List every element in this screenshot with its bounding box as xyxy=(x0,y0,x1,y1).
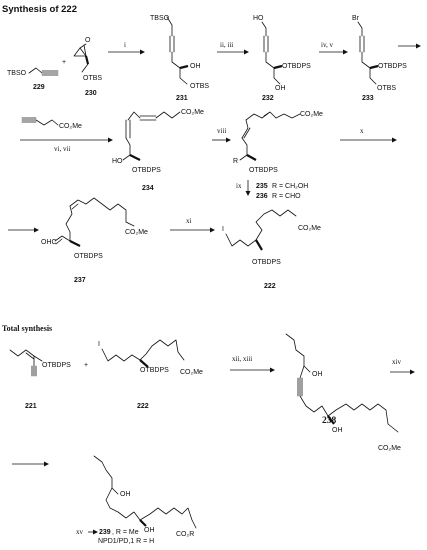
compound-label-238: 238 xyxy=(322,416,337,426)
label-br-233: Br xyxy=(352,15,360,22)
compound-label-222: 222 xyxy=(264,283,276,290)
label-oh-238a: OH xyxy=(312,371,323,378)
compound-label-239: 239 xyxy=(99,529,111,536)
reagent-xiv: xiv xyxy=(392,358,401,366)
label-oh-238b: OH xyxy=(332,427,343,434)
label-otbdps-234: OTBDPS xyxy=(132,167,161,174)
reagent-xv: xv xyxy=(76,528,84,536)
plus-sign: + xyxy=(62,59,66,66)
label-co2r-239: CO₂R xyxy=(176,531,194,538)
label-i-222: I xyxy=(222,226,224,233)
compound-label-230: 230 xyxy=(85,90,97,97)
reagent-ix: ix xyxy=(236,182,242,190)
label-oh-231: OH xyxy=(190,63,201,70)
compound-221-structure: OTBDPS xyxy=(9,349,71,377)
reagent-xii-xiii: xii, xiii xyxy=(232,355,252,363)
compound-label-231: 231 xyxy=(176,95,188,102)
compound-234-structure: HO CO₂Me OTBDPS xyxy=(112,109,204,174)
label-tbso-229: TBSO xyxy=(7,70,27,77)
label-ho-232: HO xyxy=(253,15,264,22)
label-r239: , R = Me xyxy=(112,529,139,536)
compound-label-234: 234 xyxy=(142,185,154,192)
reagent-iv-v: iv, v xyxy=(321,41,333,49)
label-otbs-231: OTBS xyxy=(190,83,209,90)
label-co2me-234: CO₂Me xyxy=(181,109,204,116)
compound-238-structure: OH OH CO₂Me xyxy=(285,333,401,452)
label-co2me-235: CO₂Me xyxy=(300,111,323,118)
scheme-title: Synthesis of 222 xyxy=(2,4,77,15)
compound-230-structure: O OTBS xyxy=(73,37,102,82)
compound-label-222b: 222 xyxy=(137,403,149,410)
methyl-pentynoate-structure: CO₂Me xyxy=(21,117,82,130)
label-co2me-237: CO₂Me xyxy=(125,229,148,236)
total-synthesis-title: Total synthesis xyxy=(2,324,52,333)
compound-label-232: 232 xyxy=(262,95,274,102)
label-co2me-222: CO₂Me xyxy=(298,225,321,232)
compound-222b-structure: I CO₂Me OTBDPS xyxy=(98,339,203,376)
label-oh-232: OH xyxy=(275,85,286,92)
label-r-235: R xyxy=(233,158,238,165)
compound-235-236-structure: R CO₂Me OTBDPS xyxy=(233,111,323,174)
label-co2me-238: CO₂Me xyxy=(378,445,401,452)
label-o-epoxide: O xyxy=(85,37,91,44)
compound-222-structure: I CO₂Me OTBDPS xyxy=(222,209,321,266)
label-otbdps-235: OTBDPS xyxy=(249,167,278,174)
compound-label-235: 235 xyxy=(256,183,268,190)
compound-label-237: 237 xyxy=(74,277,86,284)
compound-231-structure: TBSO OH OTBS xyxy=(150,15,209,90)
label-oh-239b: OH xyxy=(144,527,155,534)
compound-239-structure: OH OH CO₂R xyxy=(93,455,197,538)
compound-label-236: 236 xyxy=(256,193,268,200)
compound-237-structure: OHC CO₂Me OTBDPS xyxy=(41,197,148,260)
label-otbdps-233: OTBDPS xyxy=(378,63,407,70)
compound-label-229: 229 xyxy=(33,84,45,91)
label-ho-234: HO xyxy=(112,158,123,165)
label-i-222b: I xyxy=(98,341,100,348)
compound-label-221: 221 xyxy=(25,403,37,410)
reagent-ii-iii: ii, iii xyxy=(220,41,233,49)
reagent-i: i xyxy=(124,41,126,49)
reagent-xi: xi xyxy=(186,217,192,225)
label-otbdps-232: OTBDPS xyxy=(282,63,311,70)
label-otbs-230: OTBS xyxy=(83,75,102,82)
label-otbdps-221: OTBDPS xyxy=(42,362,71,369)
label-oh-239a: OH xyxy=(120,491,131,498)
label-co2me-222b: CO₂Me xyxy=(180,369,203,376)
label-co2me-reagent: CO₂Me xyxy=(59,123,82,130)
reagent-viii: viii xyxy=(217,127,226,135)
label-ohc-237: OHC xyxy=(41,239,57,246)
label-r235: R = CH₂OH xyxy=(272,183,308,190)
compound-233-structure: Br OTBDPS OTBS xyxy=(352,15,407,92)
label-otbs-233: OTBS xyxy=(377,85,396,92)
plus-sign-2: + xyxy=(84,362,88,369)
label-otbdps-237: OTBDPS xyxy=(74,253,103,260)
compound-232-structure: HO OTBDPS OH xyxy=(253,15,311,92)
label-otbdps-222b: OTBDPS xyxy=(140,367,169,374)
label-tbso-231: TBSO xyxy=(150,15,170,22)
reagent-x: x xyxy=(360,127,364,135)
label-npd1: NPD1/PD,1 R = H xyxy=(98,538,154,545)
reagent-vi-vii: vi, vii xyxy=(54,145,70,153)
label-otbdps-222: OTBDPS xyxy=(252,259,281,266)
label-r236: R = CHO xyxy=(272,193,301,200)
compound-229-structure: TBSO xyxy=(7,67,59,77)
compound-label-233: 233 xyxy=(362,95,374,102)
